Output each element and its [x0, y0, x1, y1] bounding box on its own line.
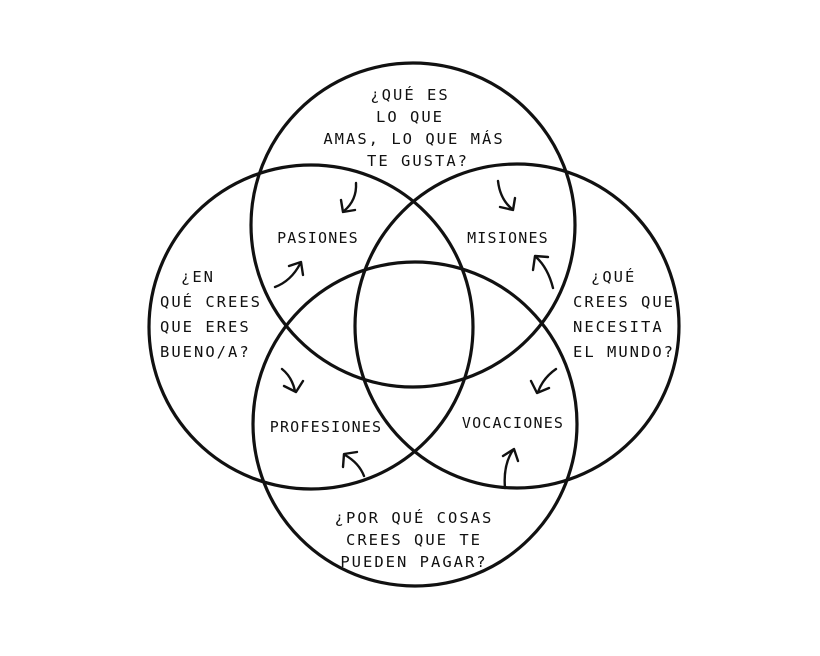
question-top: ¿QUÉ ES LO QUE AMAS, LO QUE MÁS TE GUSTA… — [323, 85, 504, 170]
arrow-right-to-misiones — [531, 254, 555, 290]
question-left-line: QUE ERES — [160, 318, 251, 336]
question-top-line: LO QUE — [376, 108, 444, 126]
arrow-left-to-profesiones — [280, 367, 305, 394]
arrow-right-to-vocaciones — [529, 367, 558, 395]
question-left-line: QUÉ CREES — [160, 292, 262, 311]
question-top-line: TE GUSTA? — [367, 152, 469, 170]
question-right-line: ¿QUÉ — [591, 267, 636, 286]
question-left-line: ¿EN — [181, 268, 215, 286]
circle-bottom — [251, 260, 579, 588]
label-misiones: MISIONES — [467, 229, 549, 247]
arrow-top-to-pasiones — [339, 181, 358, 214]
question-bottom-line: CREES QUE TE — [346, 531, 482, 549]
question-right-line: NECESITA — [573, 318, 664, 336]
label-vocaciones: VOCACIONES — [462, 414, 564, 432]
label-profesiones: PROFESIONES — [270, 418, 383, 436]
question-bottom: ¿POR QUÉ COSAS CREES QUE TE PUEDEN PAGAR… — [335, 508, 494, 571]
question-left-line: BUENO/A? — [160, 343, 251, 361]
question-bottom-line: PUEDEN PAGAR? — [340, 553, 487, 571]
circle-right — [353, 162, 681, 490]
question-top-line: AMAS, LO QUE MÁS — [323, 129, 504, 148]
arrow-left-to-pasiones — [273, 260, 305, 289]
question-left: ¿EN QUÉ CREES QUE ERES BUENO/A? — [160, 268, 262, 361]
label-pasiones: PASIONES — [277, 229, 359, 247]
question-right: ¿QUÉ CREES QUE NECESITA EL MUNDO? — [573, 267, 675, 361]
arrow-bottom-to-profesiones — [341, 450, 366, 478]
arrow-top-to-misiones — [496, 179, 517, 212]
question-right-line: EL MUNDO? — [573, 343, 675, 361]
circle-left — [147, 163, 475, 491]
question-right-line: CREES QUE — [573, 293, 675, 311]
arrow-bottom-to-vocaciones — [501, 447, 520, 490]
circle-top — [249, 61, 577, 389]
question-top-line: ¿QUÉ ES — [370, 85, 449, 104]
question-bottom-line: ¿POR QUÉ COSAS — [335, 508, 494, 527]
